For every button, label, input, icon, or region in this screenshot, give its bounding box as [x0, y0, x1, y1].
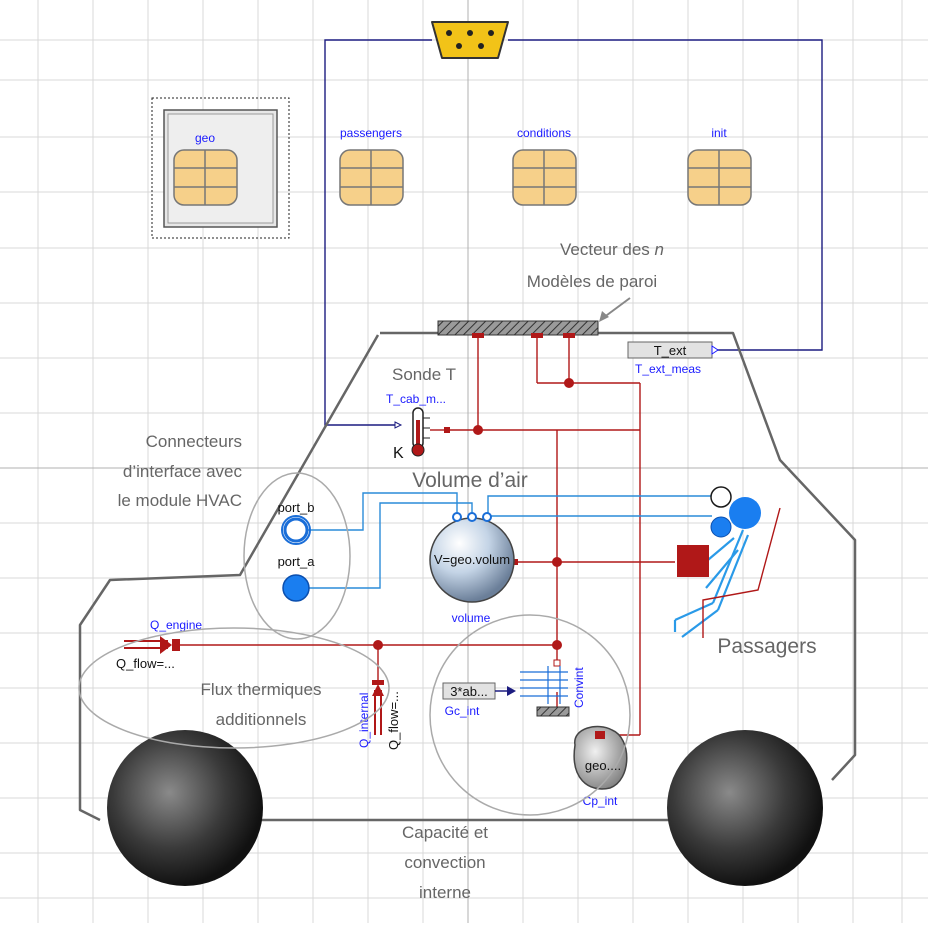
q-internal-param: Q_flow=... — [386, 691, 401, 750]
capacity-annotation-line1: Capacité et — [402, 823, 488, 842]
gc-int-source[interactable]: 3*ab... Gc_int — [442, 682, 516, 718]
bus-wires — [324, 39, 823, 426]
gc-int-value: 3*ab... — [450, 684, 488, 699]
port-a-label: port_a — [278, 554, 316, 569]
port-b-label: port_b — [278, 500, 315, 515]
flux-annotation-line1: Flux thermiques — [201, 680, 322, 699]
connectors-annotation-line2: d’interface avec — [123, 462, 243, 481]
sensor-name: T_cab_m... — [386, 392, 446, 406]
car-body-outline — [78, 331, 857, 822]
sensor-annotation: Sonde T — [392, 365, 456, 384]
fluid-wires — [300, 492, 712, 589]
record-init-label: init — [711, 126, 727, 140]
heat-junctions — [373, 378, 574, 650]
convint-label: Convint — [572, 667, 586, 708]
heat-wires — [180, 335, 675, 736]
record-init[interactable]: init — [687, 126, 752, 206]
walls-vector[interactable] — [437, 320, 599, 336]
cp-int-name: Cp_int — [583, 794, 618, 808]
cp-int-param: geo.... — [585, 758, 621, 773]
volume-name: volume — [452, 611, 491, 625]
rear-wheel — [667, 730, 823, 886]
q-engine-param: Q_flow=... — [116, 656, 175, 671]
record-passengers[interactable]: passengers — [339, 126, 404, 206]
connectors-annotation-line1: Connecteurs — [146, 432, 242, 451]
front-wheel — [107, 730, 263, 886]
connectors-annotation-line3: le module HVAC — [118, 491, 242, 510]
record-geo-label: geo — [195, 131, 215, 145]
temperature-sensor[interactable]: T_cab_m... K — [386, 392, 446, 462]
flux-annotation-line2: additionnels — [216, 710, 307, 729]
passengers-annotation: Passagers — [717, 635, 816, 658]
volume-param: V=geo.volum — [434, 552, 510, 567]
record-conditions-label: conditions — [517, 126, 571, 140]
passenger-figure[interactable] — [673, 486, 781, 638]
flux-group-outline — [78, 627, 390, 749]
cp-int-capacity[interactable]: geo.... Cp_int — [573, 725, 628, 808]
wall-ports — [472, 333, 575, 338]
record-conditions[interactable]: conditions — [512, 126, 577, 206]
capacity-group-outline — [429, 614, 631, 816]
t-ext-name: T_ext_meas — [635, 362, 701, 376]
sensor-unit: K — [393, 445, 404, 462]
q-internal-source[interactable]: Q_internal Q_flow=... — [357, 680, 401, 750]
port-b[interactable]: port_b — [278, 500, 315, 545]
walls-annotation-line1: Vecteur des n — [560, 240, 664, 259]
air-volume-annotation: Volume d’air — [412, 469, 528, 492]
t-ext-source[interactable]: T_ext T_ext_meas — [627, 341, 719, 376]
walls-arrow — [602, 297, 631, 319]
connectors-group-outline — [243, 472, 351, 640]
t-ext-value: T_ext — [654, 343, 687, 358]
q-engine-source[interactable]: Q_engine Q_flow=... — [116, 618, 202, 671]
walls-arrow-head — [599, 311, 609, 322]
record-passengers-label: passengers — [340, 126, 402, 140]
q-engine-name: Q_engine — [150, 618, 202, 632]
port-a[interactable]: port_a — [278, 554, 316, 602]
walls-annotation-line2: Modèles de paroi — [527, 272, 657, 291]
capacity-annotation-line2: convection — [404, 853, 485, 872]
gc-int-name: Gc_int — [445, 704, 480, 718]
air-volume[interactable]: V=geo.volum volume — [429, 512, 515, 625]
capacity-annotation-line3: interne — [419, 883, 471, 902]
convection-block[interactable]: Convint — [520, 659, 586, 717]
bus-connector-icon[interactable] — [431, 21, 509, 59]
record-geo[interactable]: geo — [151, 97, 290, 239]
